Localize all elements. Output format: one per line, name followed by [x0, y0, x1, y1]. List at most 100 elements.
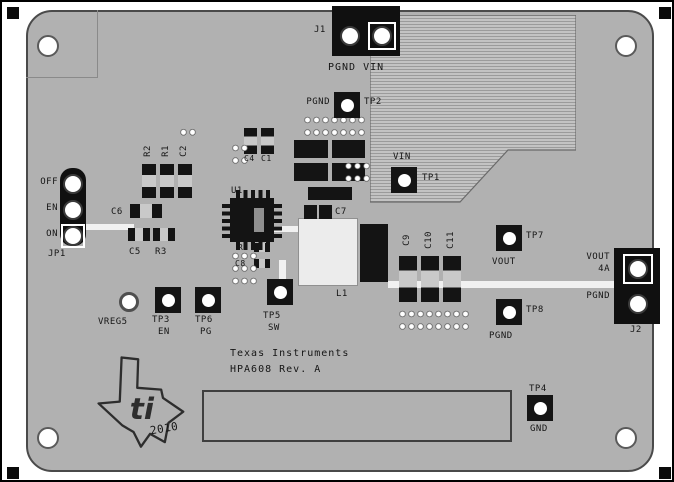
via-array-output: [398, 308, 470, 333]
via-array-pgnd: [303, 114, 366, 139]
tp7-drill: [502, 231, 516, 245]
tp8-drill: [502, 305, 516, 319]
testpoint-tp7: [496, 225, 522, 251]
via-array-u1-top: [231, 142, 249, 167]
tp6-drill: [201, 293, 215, 307]
label-tp1-net: VIN: [393, 152, 411, 162]
mounting-hole-top-right: [615, 35, 637, 57]
fiducial-top-left: [7, 7, 19, 19]
label-tp6: TP6: [195, 315, 213, 325]
ic-u1: [230, 198, 274, 242]
trace-vout: [388, 281, 638, 288]
label-c4: C4: [244, 154, 255, 163]
jp1-pin-en: [63, 200, 83, 220]
label-jp1-en: EN: [46, 203, 58, 213]
capacitor-c11: [443, 256, 461, 302]
testpoint-vreg5: [119, 292, 139, 312]
fiducial-bottom-right: [659, 467, 671, 479]
testpoint-tp5: [267, 279, 293, 305]
label-jp1: JP1: [48, 249, 66, 259]
u1-pins-left: [222, 204, 230, 238]
ti-logo: ti: [97, 356, 185, 448]
label-r1: R1: [161, 145, 172, 157]
label-c9: C9: [402, 234, 413, 246]
tp2-drill: [340, 98, 354, 112]
resistor-r3: [153, 228, 175, 241]
label-j2: J2: [630, 325, 642, 335]
label-board-rev: HPA608 Rev. A: [230, 364, 322, 375]
label-c2: C2: [179, 145, 190, 157]
label-r2: R2: [143, 145, 154, 157]
via-array-r2: [179, 126, 197, 139]
label-l1: L1: [336, 289, 348, 299]
capacitor-c8: [254, 259, 270, 268]
input-cap-c: [294, 163, 328, 181]
label-c10: C10: [424, 231, 435, 249]
resistor-r1: [160, 164, 174, 198]
u1-pins-right: [274, 204, 282, 238]
capacitor-c10: [421, 256, 439, 302]
label-box: [202, 390, 512, 442]
label-j2-net1: VOUT: [586, 252, 610, 262]
testpoint-tp2: [334, 92, 360, 118]
mounting-hole-bottom-left: [37, 427, 59, 449]
fiducial-bottom-left: [7, 467, 19, 479]
trace-u1-l1: [274, 226, 300, 232]
label-c11: C11: [446, 231, 457, 249]
fiducial-top-right: [659, 7, 671, 19]
testpoint-tp4: [527, 395, 553, 421]
j2-pin-vout: [628, 259, 648, 279]
input-cap-b: [332, 140, 365, 158]
tp1-drill: [397, 173, 411, 187]
via-array-mid: [344, 160, 371, 185]
label-tp8-net: PGND: [489, 331, 513, 341]
label-tp4: TP4: [529, 384, 547, 394]
label-j1: J1: [314, 25, 326, 35]
label-tp2: TP2: [364, 97, 382, 107]
capacitor-c7-b: [319, 205, 332, 219]
u1-pins-top: [236, 190, 270, 198]
label-jp1-off: OFF: [40, 177, 58, 187]
label-tp7-net: VOUT: [492, 257, 516, 267]
label-c6: C6: [111, 207, 123, 217]
label-vreg5: VREG5: [98, 317, 128, 327]
j2-pin-pgnd: [628, 294, 648, 314]
jp1-pin-on-square: [61, 224, 85, 248]
label-tp3-net: EN: [158, 327, 170, 337]
label-tp6-net: PG: [200, 327, 212, 337]
label-r5: R5: [238, 243, 249, 252]
j1-pin-vin: [372, 26, 392, 46]
j2-pin1-square: [623, 254, 653, 284]
testpoint-tp1: [391, 167, 417, 193]
capacitor-c5: [128, 228, 150, 241]
label-brand: Texas Instruments: [230, 348, 350, 359]
j1-pin1-square: [368, 22, 396, 50]
label-tp1: TP1: [422, 173, 440, 183]
trace-sw: [279, 260, 286, 284]
label-c1: C1: [261, 154, 272, 163]
vin-plane-hatched: [370, 15, 576, 203]
resistor-r2: [142, 164, 156, 198]
label-tp3: TP3: [152, 315, 170, 325]
mounting-hole-bottom-right: [615, 427, 637, 449]
tp4-drill: [533, 401, 547, 415]
mounting-hole-top-left: [37, 35, 59, 57]
label-j1-pins: PGND VIN: [328, 62, 385, 73]
capacitor-c1: [261, 128, 274, 154]
label-j2-rating: 4A: [598, 264, 610, 274]
via-array-u1-bottom: [231, 250, 258, 288]
inductor-l1-pad: [298, 218, 358, 286]
pour-boundary-vertical: [97, 10, 98, 78]
label-tp4-net: GND: [530, 424, 548, 434]
testpoint-tp3: [155, 287, 181, 313]
label-u1: U1: [231, 186, 243, 196]
capacitor-unlabeled: [308, 187, 352, 200]
j1-pin-pgnd: [340, 26, 360, 46]
capacitor-c9: [399, 256, 417, 302]
input-cap-a: [294, 140, 328, 158]
label-c7: C7: [335, 207, 347, 217]
label-c8: C8: [235, 259, 246, 268]
label-r3: R3: [155, 247, 167, 257]
jp1-pin-on: [63, 226, 83, 246]
